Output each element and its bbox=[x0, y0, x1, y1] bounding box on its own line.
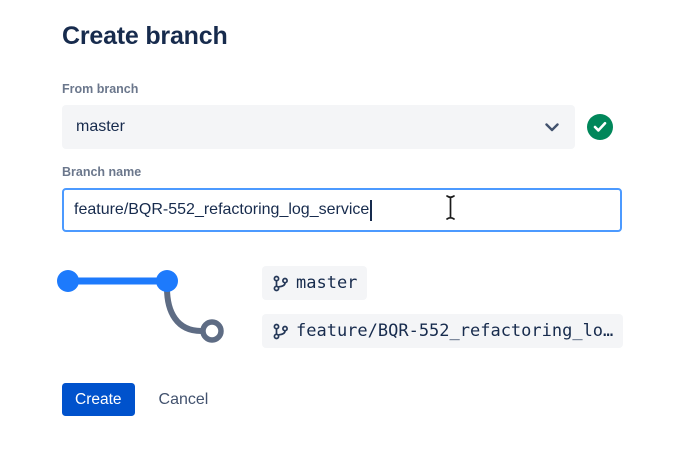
branch-graph bbox=[57, 270, 224, 343]
create-button[interactable]: Create bbox=[62, 383, 135, 416]
chevron-down-icon bbox=[545, 122, 559, 131]
commit-node bbox=[156, 270, 178, 292]
branch-name-label: Branch name bbox=[62, 165, 142, 179]
branch-name-input[interactable]: feature/BQR-552_refactoring_log_service bbox=[62, 188, 622, 232]
check-icon bbox=[587, 114, 613, 140]
branch-labels: master feature/BQR-552_refactoring_lo… bbox=[262, 266, 624, 348]
new-branch-chip: feature/BQR-552_refactoring_lo… bbox=[262, 314, 624, 348]
text-cursor-pointer-icon bbox=[446, 195, 455, 220]
source-branch-chip: master bbox=[262, 266, 368, 300]
branch-name-value: feature/BQR-552_refactoring_log_service bbox=[74, 201, 370, 218]
commit-node bbox=[57, 270, 79, 292]
from-branch-select[interactable]: master bbox=[62, 105, 575, 149]
new-branch-node bbox=[200, 319, 224, 343]
new-branch-chip-label: feature/BQR-552_refactoring_lo… bbox=[296, 321, 614, 341]
page-title: Create branch bbox=[62, 22, 228, 50]
from-branch-value: master bbox=[76, 118, 125, 135]
from-branch-label: From branch bbox=[62, 82, 139, 96]
dialog-actions: Create Cancel bbox=[62, 383, 208, 416]
git-branch-icon bbox=[273, 323, 288, 339]
source-branch-chip-label: master bbox=[296, 273, 358, 293]
cancel-button[interactable]: Cancel bbox=[158, 390, 209, 408]
text-caret bbox=[370, 199, 373, 221]
git-branch-icon bbox=[273, 275, 288, 291]
new-branch-curve bbox=[164, 285, 204, 334]
